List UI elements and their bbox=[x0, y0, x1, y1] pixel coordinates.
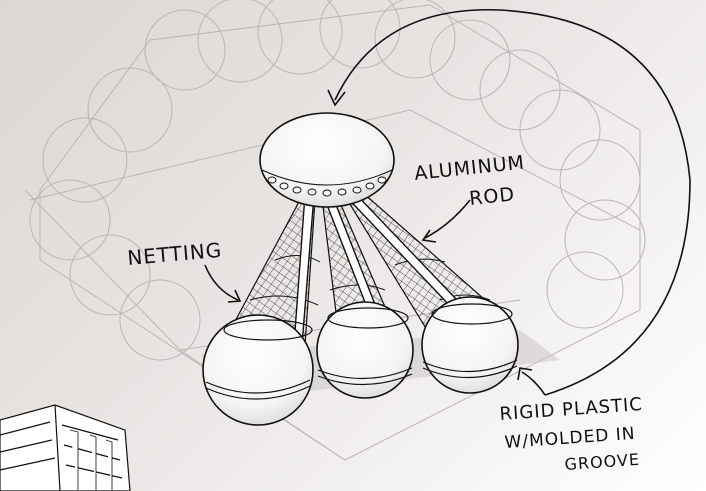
building-sketch bbox=[0, 405, 130, 491]
label-molded-in: W/MOLDED IN bbox=[504, 424, 636, 453]
arrow-aluminum-to-rod bbox=[423, 200, 470, 242]
label-groove: GROOVE bbox=[564, 450, 641, 474]
arrow-netting-to-net bbox=[205, 265, 240, 302]
label-rod: ROD bbox=[468, 183, 516, 210]
end-ball-right bbox=[422, 297, 518, 393]
label-aluminum: ALUMINUM bbox=[413, 151, 526, 184]
end-ball-left bbox=[203, 315, 313, 425]
hub-sphere bbox=[260, 113, 394, 207]
label-rigid-plastic: RIGID PLASTIC bbox=[499, 394, 644, 425]
label-netting: NETTING bbox=[126, 238, 223, 270]
end-ball-middle bbox=[317, 302, 413, 398]
arrow-plastic-to-ball bbox=[518, 368, 545, 395]
